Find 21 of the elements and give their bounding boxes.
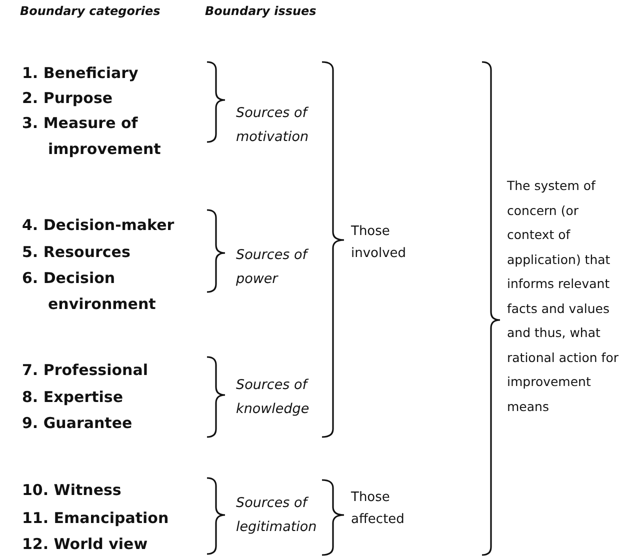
column-heading: Boundary issues bbox=[205, 4, 318, 18]
category-label: 7. Professional bbox=[22, 360, 149, 381]
category-label: 10. Witness bbox=[22, 480, 122, 501]
description-text: The system of concern (or context of application) that informs relevant facts and values and thus, what rational action for improvement means bbox=[507, 177, 620, 416]
category-label: 5. Resources bbox=[22, 242, 132, 263]
category-label: 4. Decision-maker bbox=[22, 215, 176, 236]
column-heading: Boundary categories bbox=[20, 4, 162, 18]
category-label: 11. Emancipation bbox=[22, 508, 170, 529]
issue-label: Sources of motivation bbox=[236, 104, 310, 147]
category-label: 6. Decision environment bbox=[22, 268, 157, 315]
group-label: Those involved bbox=[351, 223, 408, 263]
category-label: 2. Purpose bbox=[22, 88, 114, 109]
category-label: 9. Guarantee bbox=[22, 413, 134, 434]
group-label: Those affected bbox=[351, 489, 406, 529]
issue-label: Sources of power bbox=[236, 246, 310, 289]
issue-label: Sources of knowledge bbox=[236, 376, 310, 419]
category-label: 8. Expertise bbox=[22, 387, 124, 408]
category-label: 1. Beneficiary bbox=[22, 63, 140, 84]
category-label: 12. World view bbox=[22, 534, 149, 555]
issue-label: Sources of legitimation bbox=[236, 494, 318, 537]
category-label: 3. Measure of improvement bbox=[22, 113, 162, 160]
